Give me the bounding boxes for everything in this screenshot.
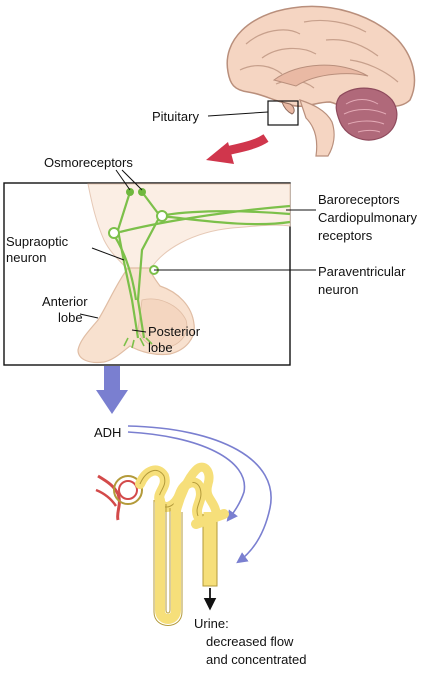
pituitary-label: Pituitary (152, 109, 199, 124)
brain-illustration (226, 5, 416, 157)
bowman-capsule (113, 475, 143, 505)
supraoptic-label-2: neuron (6, 250, 46, 265)
supraoptic-label-1: Supraoptic (6, 234, 69, 249)
collecting-duct-outline (202, 514, 218, 587)
posterior-lobe-shade (137, 298, 188, 349)
paraventricular-label-2: neuron (318, 282, 358, 297)
baroreceptors-label: Baroreceptors (318, 192, 400, 207)
corpus-callosum (272, 64, 369, 87)
paraventricular-soma (156, 210, 168, 222)
osmoreceptor-1 (126, 188, 134, 196)
loop-of-henle-outline (153, 500, 183, 626)
cerebellum-folia (343, 99, 387, 133)
adh-release-arrow (96, 366, 128, 414)
glomerulus (118, 480, 138, 500)
urine-label-3: and concentrated (206, 652, 306, 667)
adh-arrow-2 (127, 425, 272, 564)
anterior-lobe-label-1: Anterior (42, 294, 88, 309)
supraoptic-leader (91, 247, 125, 261)
posterior-lobe-label-2: lobe (148, 340, 173, 355)
receptors-label: receptors (318, 228, 373, 243)
distal-tubule (171, 462, 221, 517)
loop-of-henle (155, 495, 181, 624)
posterior-lobe-label-1: Posterior (148, 324, 201, 339)
posterior-leader (131, 329, 147, 333)
osmoreceptors-label: Osmoreceptors (44, 155, 133, 170)
pituitary-highlight-box (267, 100, 299, 126)
axon-terminals (123, 337, 153, 349)
supraoptic-soma (108, 227, 120, 239)
urine-label-1: Urine: (194, 616, 229, 631)
proximal-tubule-outline (139, 469, 202, 517)
osmoreceptors-leader-2 (121, 169, 143, 191)
anterior-leader (79, 313, 99, 319)
pituitary-small (281, 101, 295, 115)
paraventricular-label-1: Paraventricular (318, 264, 406, 279)
urine-label-2: decreased flow (206, 634, 294, 649)
adh-arrow-1 (127, 431, 246, 522)
hypothalamus-pituitary (77, 183, 291, 364)
brainstem (299, 99, 335, 157)
collecting-duct-top (191, 509, 229, 529)
efferent-vessel (95, 488, 118, 507)
osmoreceptors-leader-1 (115, 169, 131, 191)
cardiopulmonary-label: Cardiopulmonary (318, 210, 417, 225)
zoom-arrow (206, 134, 269, 164)
brain-gyri (239, 19, 399, 89)
osmoreceptor-2 (138, 188, 146, 196)
adh-label: ADH (94, 425, 121, 440)
nephron (95, 462, 229, 626)
cerebellum (335, 87, 398, 141)
afferent-vessel (97, 474, 121, 521)
pituitary-leader (207, 111, 269, 117)
anterior-lobe-label-2: lobe (58, 310, 83, 325)
